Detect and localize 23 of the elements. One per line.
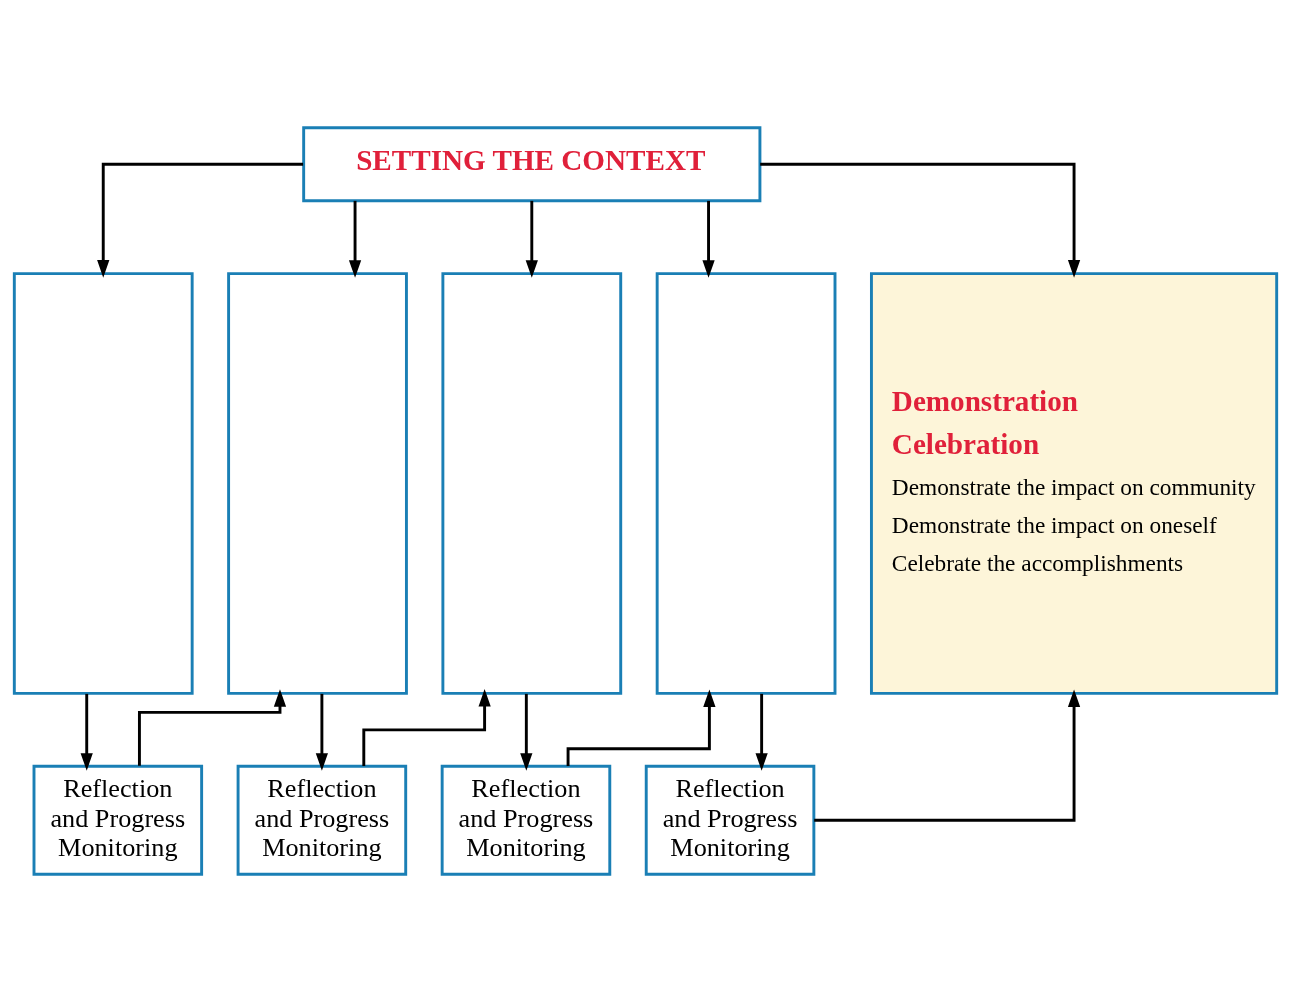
node-box: Demonstration Celebration Demonstrate the impact on community Demonstrate the impact on oneself Celebrate the accomplishments	[870, 272, 1279, 695]
arrow	[80, 693, 93, 771]
node-box: Reflection and Progress Monitoring	[440, 764, 612, 876]
node-box: Reflection and Progress Monitoring	[32, 764, 204, 876]
arrow	[362, 689, 491, 767]
arrow	[348, 200, 362, 278]
node-box	[441, 272, 623, 695]
arrow	[814, 689, 1081, 822]
node-box	[12, 272, 194, 695]
arrow	[520, 693, 533, 771]
node-box	[227, 272, 408, 695]
arrow	[760, 162, 1081, 278]
arrow	[315, 693, 329, 771]
arrow	[566, 689, 716, 767]
arrow	[137, 689, 287, 766]
arrow	[702, 200, 715, 278]
arrow	[755, 693, 768, 771]
arrow	[525, 200, 538, 278]
arrow	[97, 162, 304, 278]
node-box	[655, 272, 837, 695]
node-box: Reflection and Progress Monitoring	[236, 764, 408, 876]
node-box: Reflection and Progress Monitoring	[644, 764, 816, 876]
node-box: SETTING THE CONTEXT	[302, 126, 762, 203]
